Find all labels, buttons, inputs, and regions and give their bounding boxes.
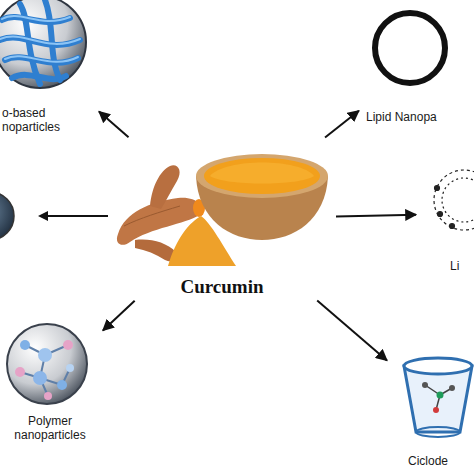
cyclodextrin-cup-part bbox=[416, 427, 460, 437]
arrow-connector bbox=[325, 111, 359, 138]
fiber-sphere-part-part bbox=[5, 57, 78, 63]
item-node: o-based noparticles bbox=[0, 0, 96, 134]
polymer-sphere-part-part bbox=[66, 364, 74, 372]
polymer-sphere-part bbox=[15, 340, 74, 400]
powder-bowl-part bbox=[210, 163, 314, 184]
particle-label: Polymer nanoparticles bbox=[4, 414, 96, 442]
fiber-sphere-part-part bbox=[2, 17, 70, 22]
fiber-sphere-part-part bbox=[45, 0, 60, 80]
item-node: Ciclode bbox=[390, 330, 474, 468]
fiber-sphere-part-part bbox=[5, 56, 78, 62]
arrow-connector bbox=[103, 301, 135, 331]
item-node: Curcumin bbox=[112, 140, 332, 298]
liposome-symbol-part bbox=[438, 212, 443, 217]
center-title: Curcumin bbox=[180, 276, 263, 298]
cyclodextrin-cup-part bbox=[449, 385, 455, 391]
arrow-connector bbox=[317, 301, 387, 361]
polymer-sphere-part-part bbox=[44, 392, 52, 400]
polymer-sphere-part-part bbox=[15, 367, 25, 377]
cyclodextrin-cup-part bbox=[404, 358, 472, 374]
lipid-ring bbox=[375, 13, 445, 83]
fiber-sphere-part bbox=[0, 0, 80, 84]
fiber-sphere-part-part bbox=[0, 37, 80, 44]
arrow-connector bbox=[99, 112, 129, 138]
cyclodextrin-cup-part bbox=[433, 407, 439, 413]
polymer-sphere-part-part bbox=[57, 380, 67, 390]
polymer-sphere-part-part bbox=[63, 340, 73, 350]
cyclodextrin-cup-part bbox=[425, 385, 452, 410]
cyclodextrin-cup-part bbox=[437, 392, 444, 399]
polymer-sphere-part-part bbox=[20, 340, 30, 350]
turmeric-roots-part bbox=[150, 165, 180, 209]
liposome-symbol-part bbox=[435, 186, 440, 191]
particle-label: o-based noparticles bbox=[2, 106, 72, 134]
powder-bowl-part bbox=[196, 154, 328, 198]
arrow-line bbox=[44, 215, 108, 217]
powder-bowl-part bbox=[204, 158, 320, 194]
polymer-sphere-part bbox=[20, 345, 70, 396]
fiber-sphere-part bbox=[0, 0, 86, 88]
arrow-connector bbox=[336, 215, 416, 217]
cyclodextrin-cup-part bbox=[404, 366, 472, 432]
particle-label: Li bbox=[450, 259, 459, 273]
polymer-sphere-part bbox=[7, 324, 87, 404]
partial-sphere bbox=[0, 192, 14, 240]
particle-label: Lipid Nanopa bbox=[366, 110, 437, 124]
liposome-symbol-part bbox=[450, 224, 455, 229]
liposome-symbol-part bbox=[434, 170, 474, 230]
fiber-sphere-part-part bbox=[20, 4, 40, 84]
particle-label: Ciclode bbox=[408, 454, 448, 468]
item-node: Lipid Nanopa bbox=[362, 4, 474, 124]
cyclodextrin-cup bbox=[404, 358, 472, 437]
item-node: Polymer nanoparticles bbox=[0, 318, 100, 442]
liposome-symbol bbox=[434, 170, 474, 230]
fiber-sphere-part-part bbox=[0, 38, 80, 45]
polymer-sphere bbox=[7, 324, 87, 404]
polymer-sphere-part-part bbox=[38, 348, 52, 362]
item-node: Li bbox=[420, 155, 474, 273]
cyclodextrin-cup-part bbox=[422, 382, 428, 388]
partial-sphere-part bbox=[0, 192, 14, 240]
arrow-head bbox=[38, 211, 48, 221]
powder-bowl bbox=[196, 154, 328, 240]
fiber-sphere-part bbox=[0, 16, 80, 62]
fiber-sphere bbox=[0, 0, 86, 88]
turmeric-roots-part bbox=[124, 206, 180, 226]
fiber-sphere-part-part bbox=[2, 16, 70, 21]
liposome-symbol-part bbox=[442, 178, 474, 222]
polymer-sphere-part-part bbox=[33, 371, 47, 385]
